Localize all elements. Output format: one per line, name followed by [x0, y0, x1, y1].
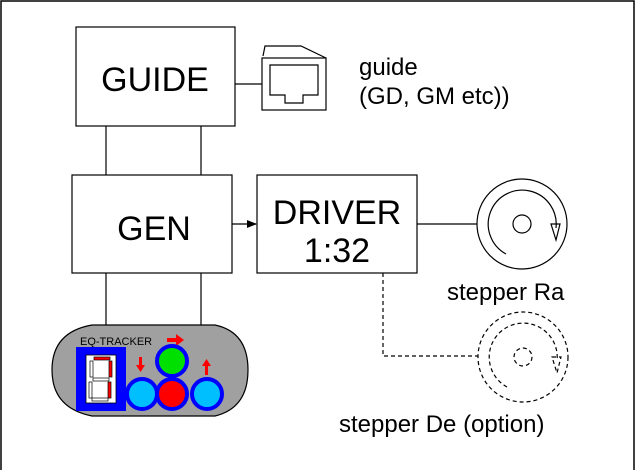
connector-label-line1: guide [359, 54, 418, 81]
eq-tracker-controller: EQ-TRACKER [51, 324, 249, 417]
driver-ratio-label: 1:32 [304, 232, 370, 270]
driver-block-label: DRIVER [273, 194, 401, 232]
controller-brand-label: EQ-TRACKER [80, 336, 152, 348]
top-button[interactable] [155, 344, 189, 378]
guide-block: GUIDE [75, 26, 236, 127]
up-arrow-icon [202, 359, 211, 375]
stepper-de-icon [477, 311, 569, 403]
guide-block-label: GUIDE [101, 61, 209, 99]
stepper-ra-icon [476, 178, 568, 270]
connector-label-line2: (GD, GM etc)) [359, 83, 510, 110]
right-arrow-icon [167, 334, 184, 346]
down-button[interactable] [125, 377, 159, 411]
seven-segment-digit [88, 356, 113, 402]
driver-block: DRIVER 1:32 [256, 174, 418, 274]
gen-block: GEN [71, 174, 233, 274]
down-arrow-icon [136, 357, 145, 372]
stepper-ra-label: stepper Ra [447, 279, 565, 306]
center-button[interactable] [155, 377, 189, 411]
rj-connector-icon [261, 45, 327, 111]
stepper-de-label: stepper De (option) [339, 411, 544, 438]
up-button[interactable] [190, 377, 224, 411]
gen-block-label: GEN [117, 210, 191, 248]
